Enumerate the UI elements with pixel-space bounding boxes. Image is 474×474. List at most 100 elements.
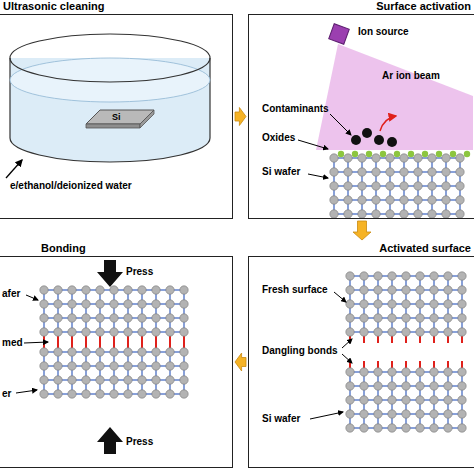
si-atom bbox=[344, 182, 352, 190]
oxide-dot bbox=[450, 151, 456, 157]
si-atom bbox=[110, 314, 118, 322]
si-atom bbox=[138, 328, 146, 336]
si-atom bbox=[372, 196, 380, 204]
si-atom bbox=[346, 410, 354, 418]
si-atom bbox=[346, 368, 354, 376]
si-atom bbox=[68, 328, 76, 336]
si-atom bbox=[40, 300, 48, 308]
si-atom bbox=[330, 154, 338, 162]
si-atom bbox=[124, 376, 132, 384]
si-atom bbox=[346, 300, 354, 308]
si-atom bbox=[330, 196, 338, 204]
si-atom bbox=[458, 396, 466, 404]
si-atom bbox=[358, 196, 366, 204]
si-atom bbox=[374, 368, 382, 376]
oxide-dot bbox=[338, 151, 344, 157]
si-atom bbox=[358, 210, 366, 218]
si-atom bbox=[360, 314, 368, 322]
si-atom bbox=[430, 328, 438, 336]
si-atom bbox=[430, 382, 438, 390]
si-atom bbox=[416, 272, 424, 280]
si-atom bbox=[386, 154, 394, 162]
si-atom bbox=[374, 410, 382, 418]
si-atom bbox=[430, 410, 438, 418]
si-atom bbox=[456, 154, 464, 162]
si-atom bbox=[166, 390, 174, 398]
si-atom bbox=[152, 348, 160, 356]
si-atom bbox=[360, 382, 368, 390]
si-atom bbox=[400, 154, 408, 162]
si-atom bbox=[82, 362, 90, 370]
panel-title: Surface activation bbox=[376, 0, 471, 12]
si-atom bbox=[54, 376, 62, 384]
si-atom bbox=[166, 328, 174, 336]
si-atom bbox=[388, 424, 396, 432]
si-atom bbox=[110, 348, 118, 356]
panel-box: Bonding bbox=[0, 256, 233, 468]
si-atom bbox=[138, 286, 146, 294]
si-atom bbox=[430, 300, 438, 308]
si-atom bbox=[444, 396, 452, 404]
si-atom bbox=[110, 390, 118, 398]
si-atom bbox=[458, 314, 466, 322]
si-atom bbox=[374, 328, 382, 336]
si-atom bbox=[360, 272, 368, 280]
si-atom bbox=[458, 300, 466, 308]
si-atom bbox=[360, 300, 368, 308]
silicon-lattice bbox=[40, 151, 470, 432]
si-atom bbox=[456, 182, 464, 190]
si-atom bbox=[374, 382, 382, 390]
si-atom bbox=[444, 272, 452, 280]
si-atom bbox=[346, 424, 354, 432]
si-atom bbox=[374, 424, 382, 432]
si-atom bbox=[416, 424, 424, 432]
si-atom bbox=[180, 376, 188, 384]
si-atom bbox=[416, 300, 424, 308]
si-atom bbox=[430, 424, 438, 432]
si-atom bbox=[416, 368, 424, 376]
part-label: afer bbox=[2, 288, 20, 300]
wafer-label: Si bbox=[112, 111, 121, 123]
si-atom bbox=[402, 328, 410, 336]
si-atom bbox=[40, 286, 48, 294]
si-atom bbox=[124, 348, 132, 356]
si-atom bbox=[40, 362, 48, 370]
si-atom bbox=[82, 390, 90, 398]
si-atom bbox=[82, 286, 90, 294]
si-atom bbox=[68, 390, 76, 398]
si-atom bbox=[388, 382, 396, 390]
si-atom bbox=[40, 328, 48, 336]
si-atom bbox=[68, 362, 76, 370]
si-atom bbox=[152, 300, 160, 308]
si-atom bbox=[180, 362, 188, 370]
si-atom bbox=[124, 328, 132, 336]
oxide-dot bbox=[436, 151, 442, 157]
si-atom bbox=[138, 300, 146, 308]
si-atom bbox=[124, 314, 132, 322]
si-atom bbox=[360, 328, 368, 336]
si-atom bbox=[68, 348, 76, 356]
si-atom bbox=[360, 424, 368, 432]
si-atom bbox=[360, 286, 368, 294]
si-atom bbox=[416, 328, 424, 336]
si-atom bbox=[400, 210, 408, 218]
si-atom bbox=[372, 168, 380, 176]
si-atom bbox=[416, 410, 424, 418]
si-atom bbox=[414, 210, 422, 218]
oxide-dot bbox=[464, 151, 470, 157]
si-atom bbox=[386, 196, 394, 204]
si-atom bbox=[152, 390, 160, 398]
si-atom bbox=[402, 368, 410, 376]
si-atom bbox=[82, 348, 90, 356]
si-atom bbox=[416, 286, 424, 294]
si-atom bbox=[388, 368, 396, 376]
solvent-label: e/ethanol/deionized water bbox=[10, 180, 132, 192]
si-atom bbox=[124, 300, 132, 308]
si-atom bbox=[374, 314, 382, 322]
oxide-dot bbox=[380, 151, 386, 157]
oxide-dot bbox=[352, 151, 358, 157]
si-atom bbox=[82, 314, 90, 322]
si-atom bbox=[54, 390, 62, 398]
si-atom bbox=[68, 286, 76, 294]
si-atom bbox=[96, 362, 104, 370]
